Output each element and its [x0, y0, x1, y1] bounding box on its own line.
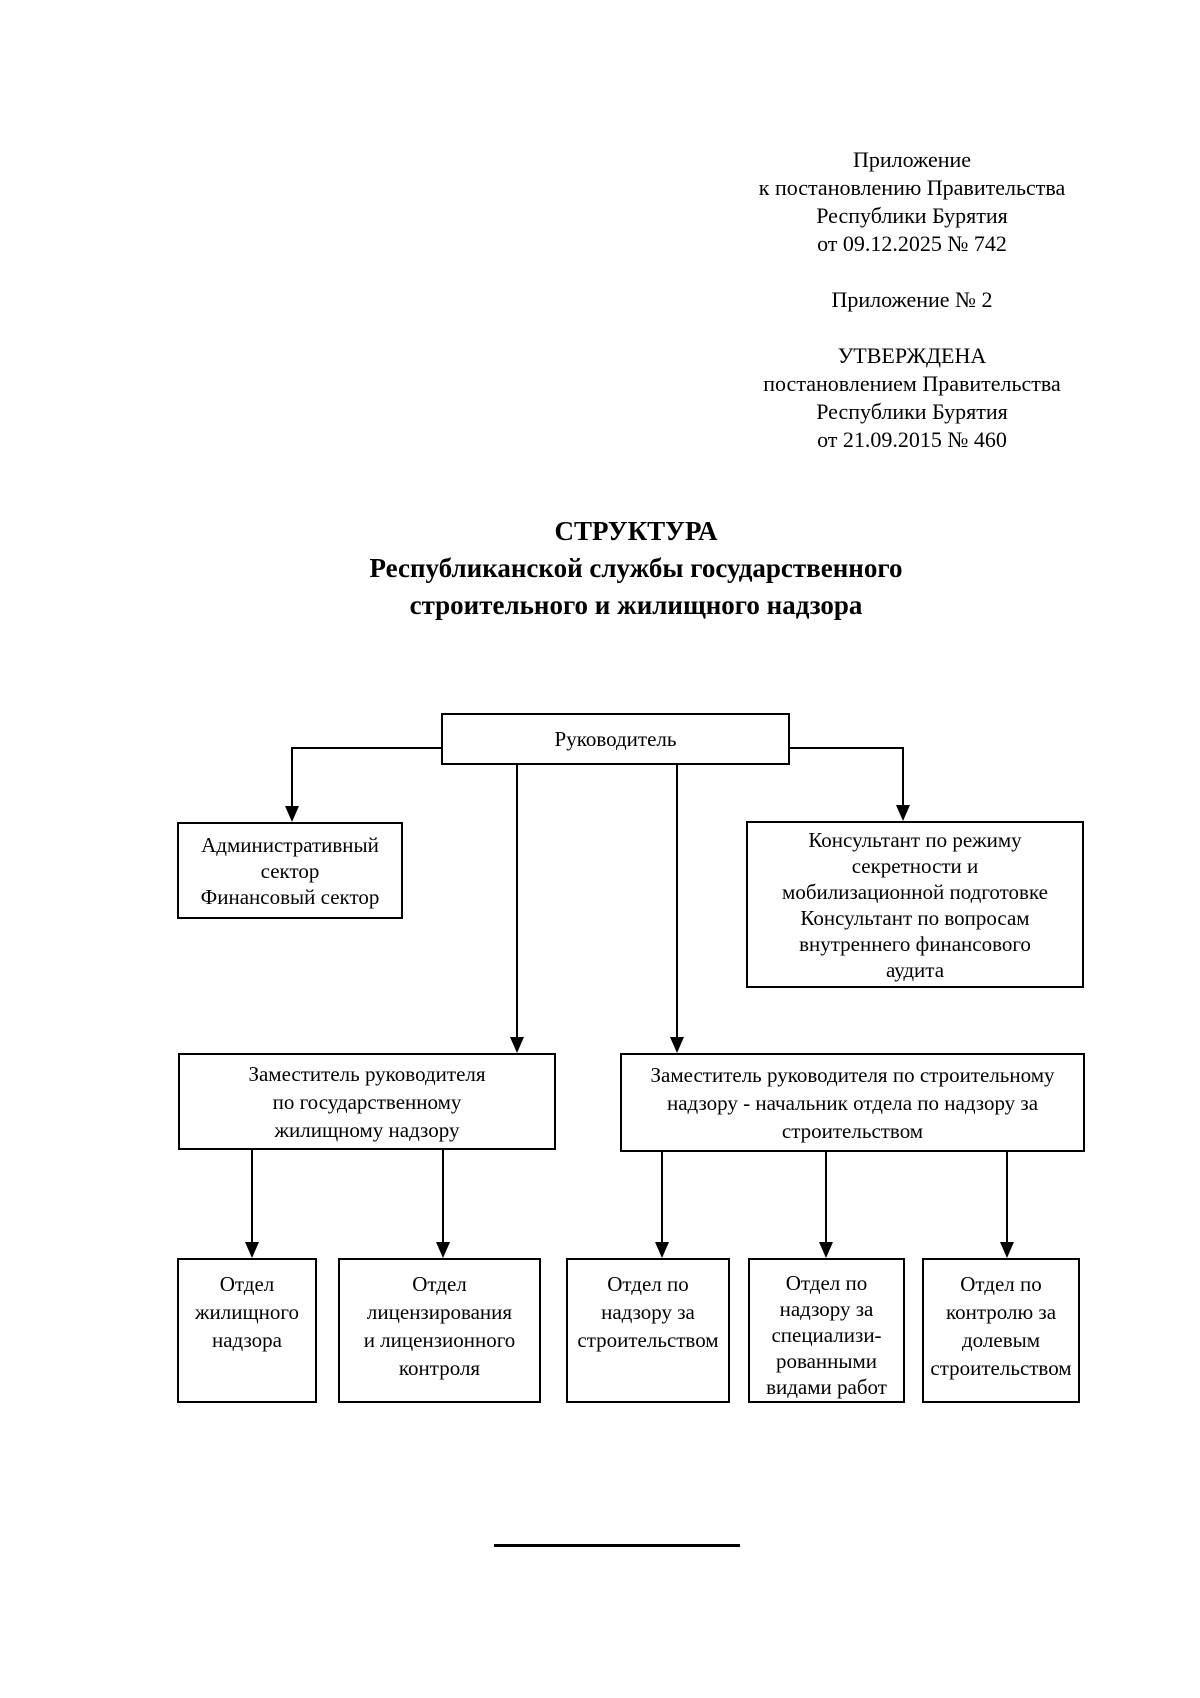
arrowheads [245, 805, 1014, 1258]
appendix-header: Приложение к постановлению Правительства… [700, 146, 1124, 454]
appendix-header-line: к постановлению Правительства [758, 175, 1066, 200]
approved-line: постановлением Правительства [763, 371, 1061, 396]
org-node-consultant-label: Консультант по режиму секретности и моби… [782, 827, 1048, 982]
arrowhead-icon [896, 805, 910, 821]
arrowhead-icon [245, 1242, 259, 1258]
edge-head-consultant [790, 747, 904, 807]
page-title-line2: Республиканской службы государственного [369, 553, 903, 583]
org-node-dept-licensing-label: Отдел лицензирования и лицензионного кон… [363, 1272, 516, 1380]
org-node-consultant: Консультант по режиму секретности и моби… [746, 821, 1084, 988]
approved-line: Республики Бурятия [816, 399, 1008, 424]
page-title: СТРУКТУРА Республиканской службы государ… [236, 513, 1036, 624]
org-node-admin-sector: Административный сектор Финансовый секто… [177, 822, 403, 919]
appendix-header-line: Республики Бурятия [816, 203, 1008, 228]
arrowhead-icon [655, 1242, 669, 1258]
arrowhead-icon [819, 1242, 833, 1258]
arrowhead-icon [285, 806, 299, 822]
page-title-line3: строительного и жилищного надзора [409, 590, 863, 620]
org-node-dept-construction-supervision: Отдел по надзору за строительством [566, 1258, 730, 1403]
arrowhead-icon [510, 1037, 524, 1053]
appendix-header-line: Приложение [852, 147, 972, 172]
arrowhead-icon [1000, 1242, 1014, 1258]
org-node-dept-shared-construction: Отдел по контролю за долевым строительст… [922, 1258, 1080, 1403]
org-node-dept-licensing: Отдел лицензирования и лицензионного кон… [338, 1258, 541, 1403]
org-node-dept-specialized-works: Отдел по надзору за специализи- рованным… [748, 1258, 905, 1403]
arrowhead-icon [670, 1037, 684, 1053]
arrowhead-icon [436, 1242, 450, 1258]
org-node-dept-housing: Отдел жилищного надзора [177, 1258, 317, 1403]
page-title-line1: СТРУКТУРА [554, 516, 718, 546]
org-node-head: Руководитель [441, 713, 790, 765]
footnote-separator-line [494, 1544, 740, 1547]
org-node-dept-shared-construction-label: Отдел по контролю за долевым строительст… [930, 1272, 1072, 1380]
appendix-header-line: от 09.12.2025 № 742 [817, 231, 1007, 256]
org-node-deputy-housing-label: Заместитель руководителя по государствен… [248, 1061, 486, 1142]
org-node-dept-housing-label: Отдел жилищного надзора [195, 1272, 299, 1352]
connector-lines [251, 747, 1008, 1244]
org-node-dept-construction-supervision-label: Отдел по надзору за строительством [577, 1272, 719, 1352]
org-node-head-label: Руководитель [554, 727, 677, 751]
org-node-deputy-housing: Заместитель руководителя по государствен… [178, 1053, 556, 1150]
org-node-deputy-construction-label: Заместитель руководителя по строительном… [650, 1062, 1055, 1143]
edge-head-admin [291, 747, 441, 808]
appendix-number: Приложение № 2 [831, 287, 993, 312]
approved-line: УТВЕРЖДЕНА [837, 343, 987, 368]
approved-line: от 21.09.2015 № 460 [817, 427, 1007, 452]
org-node-dept-specialized-works-label: Отдел по надзору за специализи- рованным… [766, 1271, 887, 1399]
org-node-deputy-construction: Заместитель руководителя по строительном… [620, 1053, 1085, 1152]
org-node-admin-sector-label: Административный сектор Финансовый секто… [200, 832, 380, 909]
